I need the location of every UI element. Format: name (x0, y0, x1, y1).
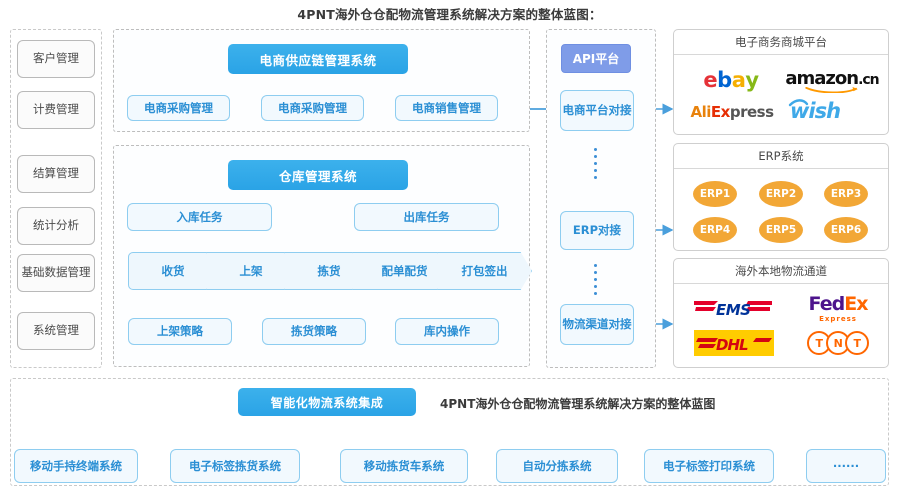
module-ecom-sales[interactable]: 电商销售管理 (395, 95, 498, 121)
ems-wordmark-icon: EMS (694, 301, 772, 319)
wish-logo: wish (784, 97, 884, 125)
supply-chain-header: 电商供应链管理系统 (228, 44, 408, 74)
svg-text:EMS: EMS (716, 301, 750, 319)
erp-item-6[interactable]: ERP6 (824, 217, 868, 243)
panel-logistics-channels: 海外本地物流通道 EMS FedEx Express DHL T N (673, 258, 889, 368)
svg-text:wish: wish (790, 99, 840, 123)
bottom-header: 智能化物流系统集成 (238, 388, 416, 416)
connector-ecommerce[interactable]: 电商平台对接 (560, 90, 634, 131)
erp-item-1[interactable]: ERP1 (693, 181, 737, 207)
flow-step-putaway[interactable]: 上架 (206, 252, 296, 290)
bottom-item-pick-cart[interactable]: 移动拣货车系统 (340, 449, 468, 483)
bottom-item-etag-print[interactable]: 电子标签打印系统 (644, 449, 774, 483)
dhl-wordmark-icon: DHL (696, 336, 772, 354)
erp-item-5[interactable]: ERP5 (759, 217, 803, 243)
api-platform-box[interactable]: API平台 (561, 44, 631, 73)
ems-logo: EMS (692, 296, 774, 320)
flow-step-receive[interactable]: 收货 (128, 252, 218, 290)
panel-erp-systems: ERP系统 ERP1 ERP2 ERP3 ERP4 ERP5 ERP6 (673, 143, 889, 251)
sidebar-item-customer[interactable]: 客户管理 (17, 40, 95, 78)
connector-logistics[interactable]: 物流渠道对接 (560, 304, 634, 345)
svg-text:DHL: DHL (716, 336, 748, 354)
task-inbound[interactable]: 入库任务 (127, 203, 272, 231)
dots-divider-1 (594, 148, 597, 179)
bottom-item-etag-pick[interactable]: 电子标签拣货系统 (170, 449, 300, 483)
panel-erp-title: ERP系统 (674, 144, 888, 169)
sidebar-item-settlement[interactable]: 结算管理 (17, 155, 95, 193)
module-ecom-purchase-1[interactable]: 电商采购管理 (127, 95, 230, 121)
erp-item-2[interactable]: ERP2 (759, 181, 803, 207)
strategy-picking[interactable]: 拣货策略 (262, 318, 366, 345)
tnt-letter-t2: T (845, 331, 869, 355)
erp-item-3[interactable]: ERP3 (824, 181, 868, 207)
sidebar-item-master-data[interactable]: 基础数据管理 (17, 254, 95, 292)
sidebar-frame (10, 29, 102, 368)
sidebar-item-system[interactable]: 系统管理 (17, 312, 95, 350)
fedex-sub-label: Express (819, 315, 857, 323)
flow-step-allocate[interactable]: 配单配货 (352, 252, 457, 290)
task-outbound[interactable]: 出库任务 (354, 203, 499, 231)
bottom-item-more[interactable]: ······ (806, 449, 886, 483)
panel-ecommerce-title: 电子商务商城平台 (674, 30, 888, 55)
fedex-logo: FedEx Express (808, 293, 869, 323)
erp-item-4[interactable]: ERP4 (693, 217, 737, 243)
connector-erp[interactable]: ERP对接 (560, 211, 634, 250)
panel-logistics-title: 海外本地物流通道 (674, 259, 888, 284)
page-title: 4PNT海外仓仓配物流管理系统解决方案的整体蓝图： (297, 7, 602, 22)
warehouse-header: 仓库管理系统 (228, 160, 408, 190)
flow-step-packout[interactable]: 打包签出 (437, 252, 532, 290)
dots-divider-2 (594, 264, 597, 295)
strategy-inhouse[interactable]: 库内操作 (395, 318, 499, 345)
strategy-putaway[interactable]: 上架策略 (128, 318, 232, 345)
sidebar-item-statistics[interactable]: 统计分析 (17, 207, 95, 245)
sidebar-item-billing[interactable]: 计费管理 (17, 91, 95, 129)
amazon-smile-icon (805, 86, 858, 93)
module-ecom-purchase-2[interactable]: 电商采购管理 (261, 95, 364, 121)
amazon-cn-logo: amazon.cn (782, 65, 882, 95)
bottom-item-handheld[interactable]: 移动手持终端系统 (14, 449, 138, 483)
bottom-item-auto-sorter[interactable]: 自动分拣系统 (496, 449, 618, 483)
tnt-logo: T N T (800, 330, 876, 356)
dhl-logo: DHL (694, 330, 774, 356)
wish-wordmark-icon: wish (788, 99, 841, 123)
bottom-caption: 4PNT海外仓仓配物流管理系统解决方案的整体蓝图 (440, 397, 716, 411)
